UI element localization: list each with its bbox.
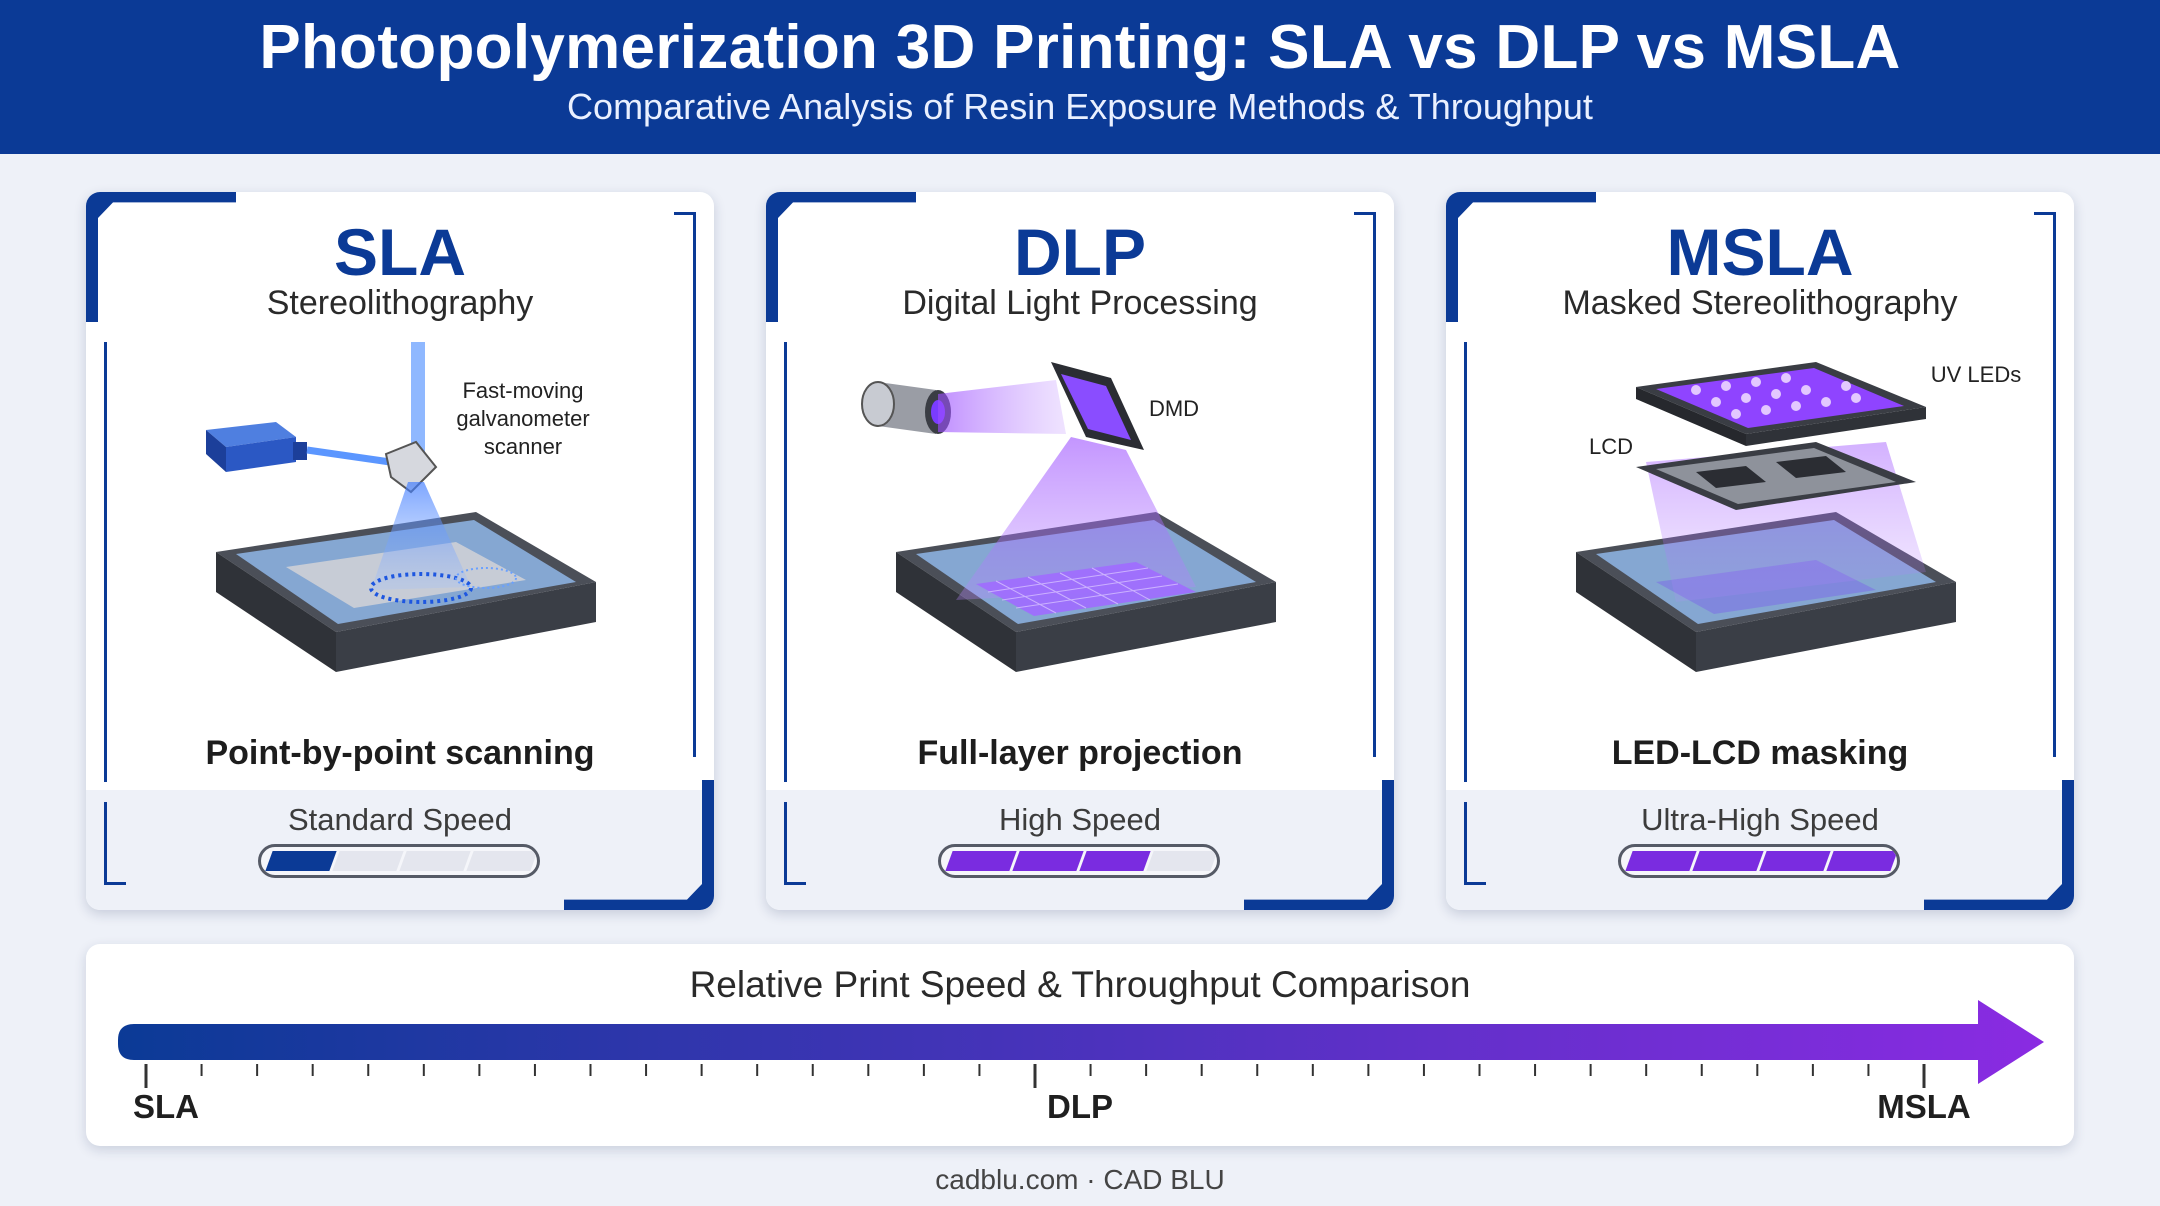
card-method: Point-by-point scanning (205, 734, 595, 772)
speed-label: Standard Speed (287, 802, 513, 837)
card-msla: MSLA Masked Stereolithography (1446, 192, 2074, 910)
speed-segment (265, 851, 337, 871)
card-fullname: Digital Light Processing (902, 284, 1258, 322)
speed-bar (1618, 844, 1900, 878)
card-abbr: SLA (334, 215, 466, 289)
msla-illustration: UV LEDs LCD (1576, 362, 2021, 672)
card-sla: SLA Stereolithography (86, 192, 714, 910)
speed-bar (938, 844, 1220, 878)
scale-label-sla: SLA (133, 1088, 199, 1125)
sla-illustration: Fast-moving galvanometer scanner (206, 342, 596, 672)
speed-arrow (118, 1000, 2044, 1084)
speed-segment (1079, 851, 1151, 871)
speed-label: Ultra-High Speed (1641, 802, 1879, 837)
uv-led-array (1691, 373, 1861, 419)
card-abbr: DLP (1014, 215, 1146, 289)
dmd-chip (1051, 362, 1144, 450)
speed-segment (1759, 851, 1831, 871)
speed-segment (1146, 851, 1217, 871)
speed-segment (1692, 851, 1764, 871)
speed-segment (1012, 851, 1084, 871)
credit-text: cadblu.com · CAD BLU (935, 1164, 1225, 1195)
card-method: LED-LCD masking (1611, 734, 1909, 772)
comparison-panel: Relative Print Speed & Throughput Compar… (86, 944, 2074, 1146)
callout-label: DMD (1149, 396, 1199, 421)
lcd-panel (1636, 442, 1916, 510)
speed-bar (258, 844, 540, 878)
header-banner: Photopolymerization 3D Printing: SLA vs … (0, 0, 2160, 154)
laser-source (206, 422, 307, 472)
scale-label-dlp: DLP (1047, 1088, 1113, 1125)
card-method: Full-layer projection (917, 734, 1243, 772)
card-dlp: DLP Digital Light Processing (766, 192, 1394, 910)
callout-label: UV LEDs (1931, 362, 2021, 387)
callout-label: Fast-moving (462, 378, 583, 403)
speed-segment (945, 851, 1017, 871)
callout-label: scanner (484, 434, 562, 459)
card-fullname: Stereolithography (266, 284, 534, 322)
speed-segment (1826, 851, 1897, 871)
comparison-title: Relative Print Speed & Throughput Compar… (689, 964, 1471, 1005)
card-abbr: MSLA (1666, 215, 1854, 289)
speed-segment (466, 851, 537, 871)
card-fullname: Masked Stereolithography (1562, 284, 1958, 322)
scale-label-msla: MSLA (1877, 1088, 1971, 1125)
callout-label: LCD (1589, 434, 1633, 459)
projector (861, 381, 951, 434)
page-subtitle: Comparative Analysis of Resin Exposure M… (567, 86, 1593, 127)
speed-segment (1625, 851, 1697, 871)
speed-segment (399, 851, 471, 871)
page-title: Photopolymerization 3D Printing: SLA vs … (259, 13, 1901, 82)
callout-label: galvanometer (456, 406, 589, 431)
speed-label: High Speed (998, 802, 1161, 837)
speed-arrow-scale (118, 1000, 2044, 1088)
uv-led-panel (1636, 362, 1926, 446)
speed-segment (332, 851, 404, 871)
dlp-illustration: DMD (861, 362, 1276, 672)
